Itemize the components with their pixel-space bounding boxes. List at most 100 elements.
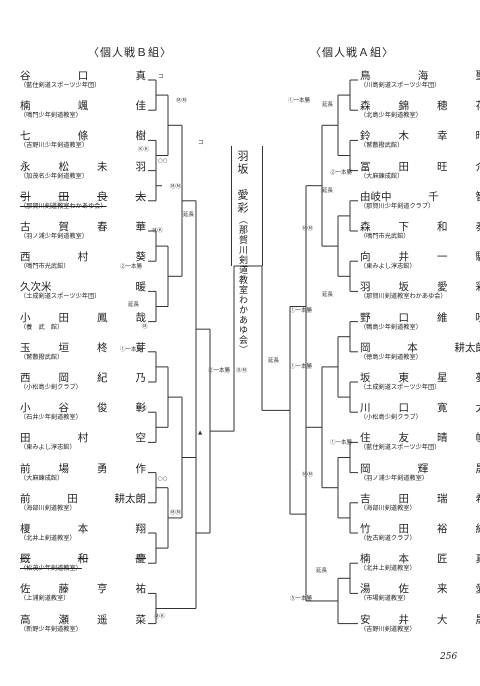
club-name: （佐古剣道クラブ） xyxy=(360,535,416,542)
club-name: （東みよし淳志館） xyxy=(360,263,416,271)
score-mark: ①一本勝 xyxy=(330,440,353,446)
name-part: 愛 xyxy=(476,583,480,595)
name-part: 太 xyxy=(476,402,480,414)
player-name: 久次米暖 xyxy=(20,281,148,293)
club-name: （吉野川剣道教室） xyxy=(360,625,416,633)
right-entry: 湯佐来愛（市場剣道教室） xyxy=(360,583,480,603)
name-part: 晟 xyxy=(476,463,480,475)
score-mark: 延長 xyxy=(183,212,195,218)
player-name: 吉田瑞希 xyxy=(360,493,480,505)
score-mark: ②一本勝 xyxy=(120,264,143,270)
name-part: 口 xyxy=(77,70,89,82)
name-part: 森 xyxy=(360,100,371,113)
club-name: （北井上剣道教室） xyxy=(20,535,76,542)
club-name: （新野少年剣道教室） xyxy=(20,625,82,633)
right-entry: 冨田旺介（大麻錬成館） xyxy=(360,161,480,181)
name-part: 鳥 xyxy=(360,70,371,82)
left-entry: 引田良太（那賀川剣道教室わかあゆ会） xyxy=(20,191,148,211)
name-part: 瀬 xyxy=(58,613,70,626)
club-name: （川島剣道スポーツ少年団） xyxy=(360,82,441,89)
club-name: （鷲敷撥武館） xyxy=(20,353,64,361)
player-name: 前田耕太朗 xyxy=(20,493,148,505)
right-entry: 由岐中千智（那賀川少年剣道クラブ） xyxy=(360,191,480,211)
name-part: 口 xyxy=(398,402,410,415)
right-entry: 森錦穂花（北島少年剣道教室） xyxy=(360,100,480,120)
right-entry: 野口維吹（鴨島少年剣道教室） xyxy=(360,312,480,332)
name-part: 彰 xyxy=(135,402,147,415)
player-name: 西岡紀乃 xyxy=(20,372,148,384)
score-mark: ①一本勝 xyxy=(290,308,313,314)
name-part: 聖 xyxy=(476,70,480,82)
score-mark: 延長 xyxy=(322,292,334,298)
club-name: （那賀川少年剣道クラブ） xyxy=(360,202,435,210)
club-name: （吉野川少年剣道教室） xyxy=(20,142,89,150)
club-name: （松茂少年剣道教室） xyxy=(20,565,82,573)
score-mark: ①一本勝 xyxy=(288,98,311,104)
right-entry: 川口寛太（小松島少剣クラブ） xyxy=(360,402,480,422)
left-entry: 小田鳳哉（養 武 館） xyxy=(20,312,148,332)
champion: 羽坂 愛彩（那賀川剣道教室わかあゆ会） xyxy=(234,150,250,355)
name-part: 菜 xyxy=(135,613,147,626)
name-part: 彩 xyxy=(476,281,480,293)
name-part: 佐 xyxy=(398,583,410,596)
player-name: 川口寛太 xyxy=(360,402,480,414)
name-part: 晟 xyxy=(476,614,480,626)
name-part: 鳳 xyxy=(97,311,108,324)
name-part: 穂 xyxy=(437,100,448,113)
name-part: 本 xyxy=(77,523,89,535)
score-mark: ⓀⓀ xyxy=(138,147,150,153)
name-part: 古 xyxy=(20,221,31,233)
score-mark: 延長 xyxy=(268,358,280,364)
name-part: 冨 xyxy=(360,160,371,173)
player-name: 鈴木幸晴 xyxy=(360,130,480,142)
name-part: 俊 xyxy=(97,402,108,415)
player-name: 前場勇作 xyxy=(20,463,148,475)
score-mark: 延長 xyxy=(316,568,328,574)
name-part: 未 xyxy=(97,160,108,173)
player-name: 厩和慶 xyxy=(20,553,148,565)
left-entry: 永松未羽（加茂名少年剣道教室） xyxy=(20,161,148,181)
club-name: （那賀川剣道教室わかあゆ会） xyxy=(360,293,447,301)
player-name: 森下和奏 xyxy=(360,221,480,233)
name-part: 村 xyxy=(77,432,89,445)
left-entry: 厩和慶（松茂少年剣道教室） xyxy=(20,553,148,573)
name-part: 向 xyxy=(360,251,371,264)
player-name: 鳥海聖 xyxy=(360,70,480,82)
name-part: 乃 xyxy=(135,372,147,384)
right-entry: 岡輝晟（羽ノ浦少年剣道教室） xyxy=(360,463,480,483)
player-name: 永松未羽 xyxy=(20,161,148,173)
score-mark: ①一本勝 xyxy=(120,347,143,353)
name-part: 井 xyxy=(398,251,410,264)
right-entry: 岡本耕太朗（徳島少年剣道教室） xyxy=(360,342,480,362)
name-part: 久次米 xyxy=(20,281,52,294)
club-name: （石井少年剣道教室） xyxy=(20,414,82,422)
name-part: 岡 xyxy=(58,372,70,384)
name-part: 坂 xyxy=(360,372,371,384)
name-part: 本 xyxy=(407,341,418,354)
name-part: 和 xyxy=(437,221,448,233)
name-part: 華 xyxy=(135,221,147,233)
name-part: 希 xyxy=(476,493,480,505)
name-part: 維 xyxy=(437,311,448,324)
club-name: （鴨島少年剣道教室） xyxy=(360,323,422,331)
name-part: 佳 xyxy=(135,100,147,113)
club-name: （鳴門市光武館） xyxy=(20,263,70,271)
left-entry: 前田耕太朗（海部川剣道教室） xyxy=(20,493,148,513)
name-part: 谷 xyxy=(20,70,31,82)
left-entry: 高瀬遥菜（新野少年剣道教室） xyxy=(20,614,148,634)
player-name: 引田良太 xyxy=(20,191,148,203)
player-name: 住友晴帆 xyxy=(360,432,480,444)
score-mark: ①一本勝 xyxy=(290,364,313,370)
left-entry: 西村葵（鳴門市光武館） xyxy=(20,251,148,271)
name-part: 藤 xyxy=(58,583,70,596)
name-part: 芽 xyxy=(135,341,147,354)
name-part: 楠 xyxy=(360,553,371,566)
name-part: 耕太朗 xyxy=(454,341,480,354)
score-mark: ⓂⓂ xyxy=(170,510,182,516)
club-name: （土成剣道スポーツ少年団） xyxy=(360,384,441,391)
name-part: 騎 xyxy=(476,251,480,263)
player-name: 田村空 xyxy=(20,432,148,444)
name-part: 安 xyxy=(360,613,371,626)
name-part: 口 xyxy=(398,311,410,324)
score-mark: 延長 xyxy=(128,302,140,308)
